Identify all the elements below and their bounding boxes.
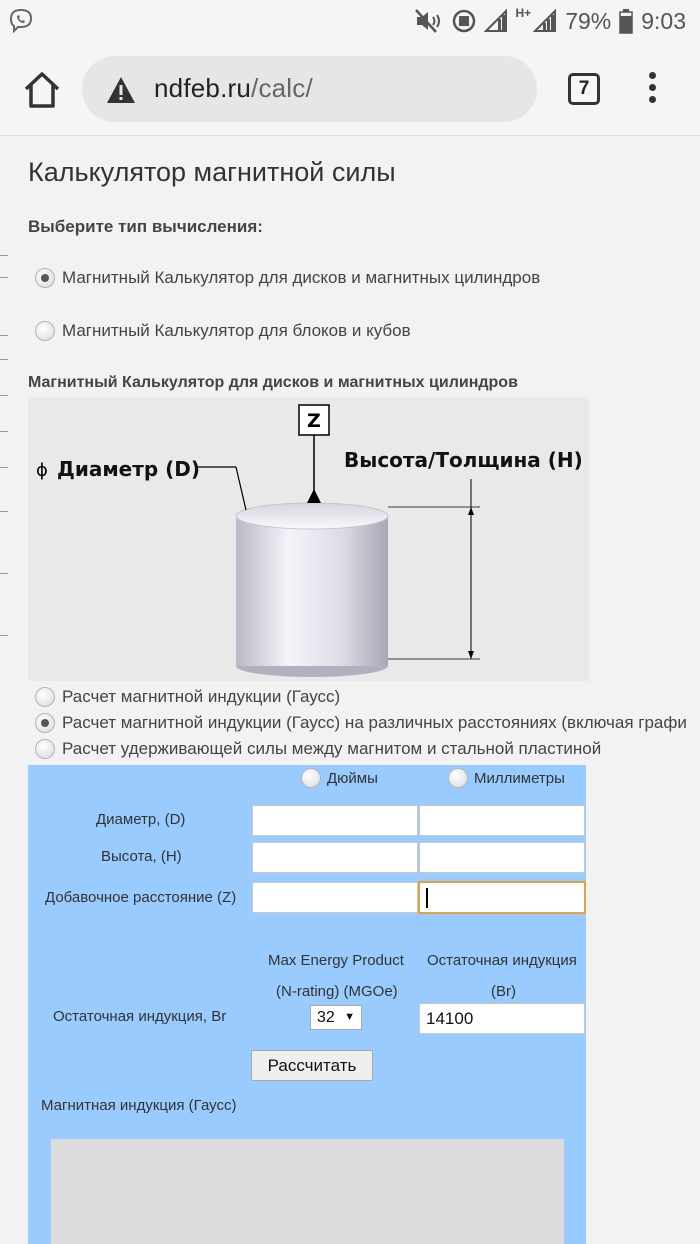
- radio-label: Магнитный Калькулятор для блоков и кубов: [62, 321, 411, 340]
- z-label: Z: [307, 410, 321, 432]
- height-field-label: Высота, (H): [101, 848, 182, 865]
- distance-field-label: Добавочное расстояние (Z): [45, 889, 237, 906]
- diameter-field-label: Диаметр, (D): [96, 811, 186, 828]
- url-text[interactable]: ndfeb.ru/calc/: [154, 73, 313, 104]
- clock: 9:03: [641, 7, 686, 34]
- distance-input-inches[interactable]: [252, 882, 418, 913]
- status-bar: H+ 79% 9:03: [0, 0, 700, 42]
- hplus-label: H+: [515, 6, 532, 20]
- overflow-menu-icon[interactable]: [642, 72, 662, 108]
- diameter-label: Диаметр (D): [57, 457, 200, 481]
- grade-value: 32: [317, 1009, 335, 1026]
- diameter-symbol: ϕ: [36, 460, 48, 481]
- result-label: Магнитная индукция (Гаусс): [41, 1097, 237, 1114]
- page-content: Калькулятор магнитной силы Выберите тип …: [0, 137, 700, 1244]
- left-margin-marks: [0, 137, 10, 737]
- radio-button[interactable]: [35, 687, 55, 707]
- radio-option-holding-force[interactable]: Расчет удерживающей силы между магнитом …: [35, 739, 601, 759]
- residual-header-line1: Остаточная индукция: [427, 952, 577, 969]
- radio-label: Расчет магнитной индукции (Гаусс): [62, 687, 341, 706]
- text-caret: [426, 887, 428, 908]
- radio-option-induction-distances[interactable]: Расчет магнитной индукции (Гаусс) на раз…: [35, 713, 687, 733]
- radio-option-blocks[interactable]: Магнитный Калькулятор для блоков и кубов: [35, 321, 411, 341]
- url-path: /calc/: [251, 73, 313, 103]
- radio-label: Расчет удерживающей силы между магнитом …: [62, 739, 602, 758]
- unit-inches-label: Дюймы: [327, 769, 378, 787]
- diameter-input-inches[interactable]: [252, 805, 418, 836]
- residual-field-label: Остаточная индукция, Br: [53, 1008, 227, 1025]
- unit-mm-label: Миллиметры: [474, 769, 565, 787]
- warning-icon[interactable]: [106, 76, 136, 104]
- radio-option-cylinders[interactable]: Магнитный Калькулятор для дисков и магни…: [35, 268, 540, 288]
- home-icon[interactable]: [22, 70, 62, 110]
- diameter-input-mm[interactable]: [419, 805, 585, 836]
- residual-header-line2: (Br): [491, 983, 516, 1000]
- page-title: Калькулятор магнитной силы: [28, 157, 396, 187]
- cylinder-diagram-svg: ϕ Диаметр (D) Высота/Толщина (H) Z: [36, 404, 583, 677]
- url-host: ndfeb.ru: [154, 73, 252, 103]
- grade-select[interactable]: 32 ▼: [310, 1005, 362, 1030]
- viber-icon: [9, 8, 33, 34]
- browser-toolbar: ndfeb.ru/calc/ 7: [0, 42, 700, 136]
- vpn-icon: [452, 9, 475, 33]
- radio-label: Расчет магнитной индукции (Гаусс) на раз…: [62, 713, 687, 732]
- radio-button[interactable]: [301, 768, 321, 788]
- br-input[interactable]: 14100: [419, 1003, 585, 1034]
- distance-input-mm[interactable]: [418, 881, 586, 914]
- hplus-signal-icon: [533, 9, 557, 32]
- dropdown-arrow-icon: ▼: [344, 1011, 355, 1023]
- radio-option-induction[interactable]: Расчет магнитной индукции (Гаусс): [35, 687, 340, 707]
- height-input-mm[interactable]: [419, 842, 585, 873]
- radio-button[interactable]: [35, 713, 55, 733]
- unit-inches-option[interactable]: Дюймы: [301, 768, 378, 788]
- radio-button[interactable]: [35, 268, 55, 288]
- signal-icon: [483, 9, 507, 32]
- mute-vibrate-icon: [414, 9, 440, 33]
- cylinder-diagram: ϕ Диаметр (D) Высота/Толщина (H) Z: [28, 397, 589, 681]
- radio-button[interactable]: [35, 739, 55, 759]
- unit-mm-option[interactable]: Миллиметры: [448, 768, 565, 788]
- calculator-form: Дюймы Миллиметры Диаметр, (D) Высота, (H…: [28, 765, 586, 1244]
- max-energy-header-line2: (N-rating) (MGOe): [276, 983, 398, 1000]
- result-output-box: [51, 1139, 564, 1244]
- calculate-button[interactable]: Рассчитать: [251, 1050, 373, 1081]
- radio-label: Магнитный Калькулятор для дисков и магни…: [62, 268, 541, 287]
- choose-type-label: Выберите тип вычисления:: [28, 217, 263, 236]
- radio-button[interactable]: [35, 321, 55, 341]
- height-label: Высота/Толщина (H): [344, 448, 583, 472]
- section-title: Магнитный Калькулятор для дисков и магни…: [28, 374, 518, 391]
- battery-percent: 79%: [565, 7, 612, 34]
- address-bar[interactable]: ndfeb.ru/calc/: [82, 56, 537, 122]
- height-input-inches[interactable]: [252, 842, 418, 873]
- battery-icon: [619, 9, 633, 34]
- radio-button[interactable]: [448, 768, 468, 788]
- max-energy-header-line1: Max Energy Product: [268, 952, 404, 969]
- tab-switcher-button[interactable]: 7: [568, 73, 600, 105]
